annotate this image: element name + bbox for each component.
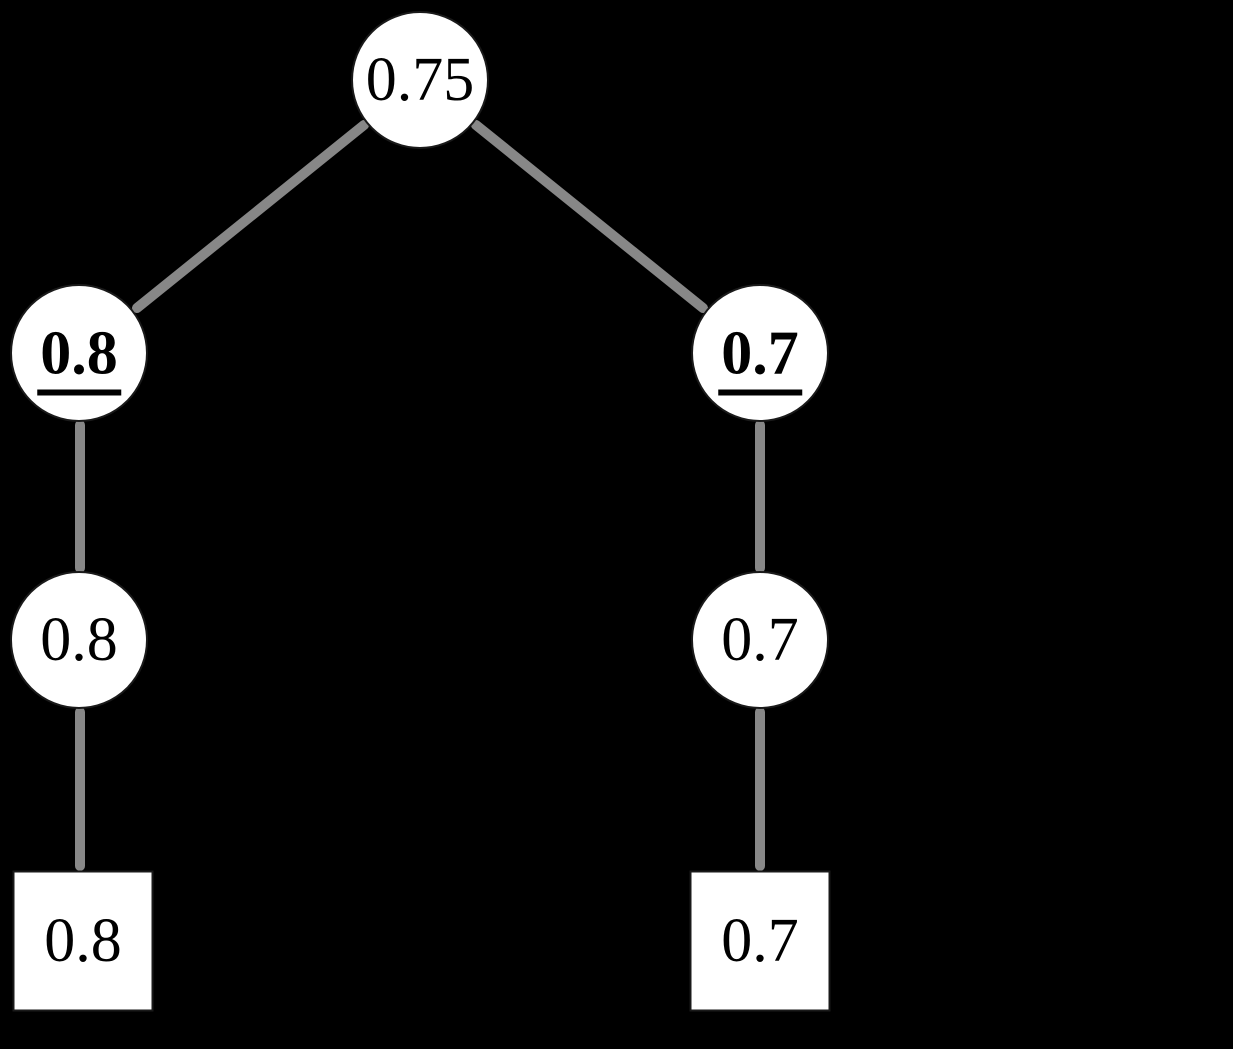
- tree-node-left-leaf-square: [12, 870, 154, 1012]
- tree-node-right-grandchild-circle: [691, 571, 829, 709]
- edges-group: [75, 120, 765, 871]
- tree-node-right-child-circle: [691, 284, 829, 422]
- tree-edge-root-to-right-child: [471, 120, 708, 313]
- tree-edge-root-to-left-child: [132, 120, 369, 313]
- tree-node-root-circle: [351, 11, 489, 149]
- tree-node-left-grandchild-circle: [10, 571, 148, 709]
- tree-node-right-leaf-square: [689, 870, 831, 1012]
- nodes-group: [10, 11, 831, 1012]
- tree-node-left-child-circle: [10, 284, 148, 422]
